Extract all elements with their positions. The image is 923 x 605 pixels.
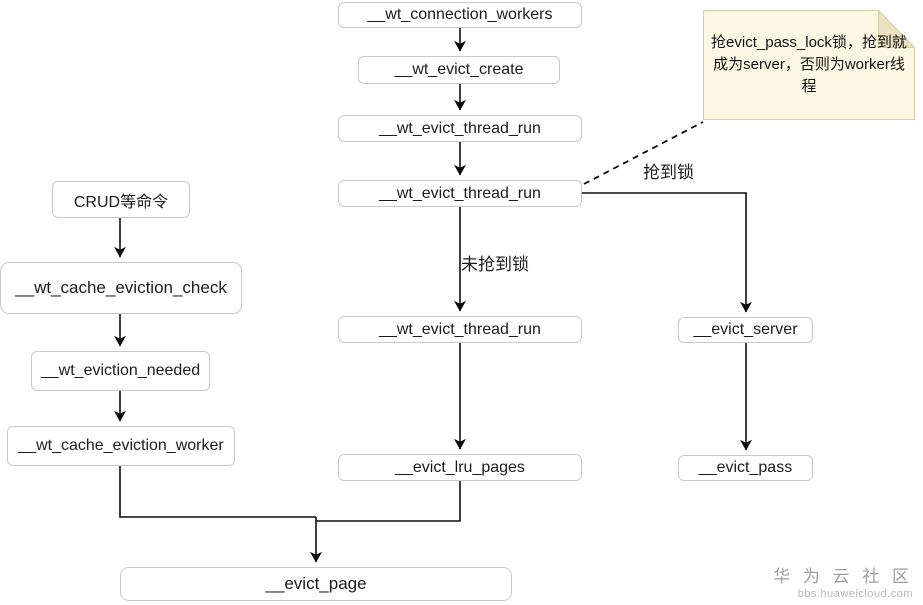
node-wt-evict-create: __wt_evict_create — [358, 56, 560, 84]
edge-label-grabbed-lock: 抢到锁 — [643, 163, 694, 182]
sticky-note: 抢evict_pass_lock锁，抢到就成为server，否则为worker线… — [703, 10, 915, 120]
edge-run2-to-server — [582, 192, 752, 313]
watermark: 华 为 云 社 区 bbs.huaweicloud.com — [773, 562, 913, 600]
node-wt-evict-thread-run-2: __wt_evict_thread_run — [338, 180, 582, 207]
edge-worker-to-junction — [119, 466, 316, 518]
node-wt-evict-thread-run-1: __wt_evict_thread_run — [338, 115, 582, 142]
edge-label-not-grabbed-lock: 未抢到锁 — [461, 255, 529, 274]
node-wt-connection-workers: __wt_connection_workers — [338, 2, 582, 28]
node-crud-commands: CRUD等命令 — [52, 181, 190, 218]
node-wt-evict-thread-run-3: __wt_evict_thread_run — [338, 316, 582, 343]
sticky-note-shape — [703, 10, 915, 120]
node-evict-page: __evict_page — [120, 567, 512, 601]
node-wt-cache-eviction-worker: __wt_cache_eviction_worker — [7, 426, 235, 466]
sticky-note-text: 抢evict_pass_lock锁，抢到就成为server，否则为worker线… — [711, 34, 907, 95]
watermark-subtitle: bbs.huaweicloud.com — [797, 588, 913, 600]
watermark-title: 华 为 云 社 区 — [773, 567, 913, 586]
edge-lru-to-junction — [316, 481, 461, 522]
node-evict-lru-pages: __evict_lru_pages — [338, 454, 582, 481]
node-evict-pass: __evict_pass — [678, 455, 813, 481]
node-wt-cache-eviction-check: __wt_cache_eviction_check — [0, 262, 242, 314]
node-wt-eviction-needed: __wt_eviction_needed — [31, 351, 210, 391]
node-evict-server: __evict_server — [678, 317, 813, 343]
